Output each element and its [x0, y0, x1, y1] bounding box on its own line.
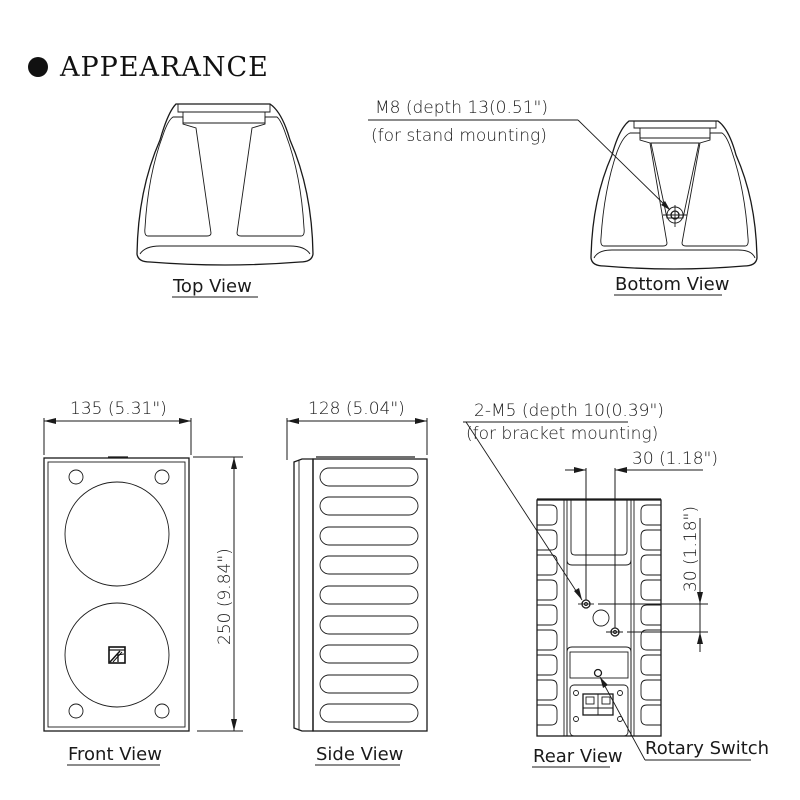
front-width-dimension: 135 (5.31") — [70, 399, 167, 419]
speaker-terminal-icon — [582, 693, 614, 716]
side-depth-dimension: 128 (5.04") — [308, 399, 405, 419]
rear-view: 30 (1.18") 30 (1.18") 2-M5 (depth 10(0.3… — [463, 401, 769, 768]
m8-callout-line2: (for stand mounting) — [371, 126, 547, 146]
side-view-label: Side View — [316, 744, 403, 765]
section-title: APPEARANCE — [59, 52, 269, 83]
top-view-label: Top View — [172, 276, 252, 297]
rear-horizontal-spacing-dimension: 30 (1.18") — [632, 449, 718, 469]
brand-logo-icon — [108, 646, 126, 664]
rear-left-fins — [537, 504, 558, 726]
bullet-icon — [28, 57, 48, 77]
front-view-label: Front View — [68, 744, 162, 765]
side-view: 128 (5.04") Side View — [286, 399, 428, 766]
m5-callout-line2: (for bracket mounting) — [466, 424, 658, 444]
rear-vertical-spacing-dimension: 30 (1.18") — [681, 506, 701, 592]
side-vent-slots — [319, 467, 419, 723]
m8-callout-line1: M8 (depth 13(0.51") — [375, 98, 548, 118]
top-view: Top View — [136, 103, 314, 298]
rotary-switch-label: Rotary Switch — [645, 738, 769, 759]
front-view: 135 (5.31") 250 (9.84") Front View — [43, 399, 243, 766]
m5-callout-line1: 2-M5 (depth 10(0.39") — [474, 401, 664, 421]
bottom-view-label: Bottom View — [615, 274, 729, 295]
front-height-dimension: 250 (9.84") — [215, 548, 235, 645]
rear-right-fins — [640, 504, 661, 726]
rear-view-label: Rear View — [533, 746, 623, 767]
bottom-view: M8 (depth 13(0.51") (for stand mounting)… — [368, 98, 758, 296]
section-heading: APPEARANCE — [28, 52, 269, 83]
